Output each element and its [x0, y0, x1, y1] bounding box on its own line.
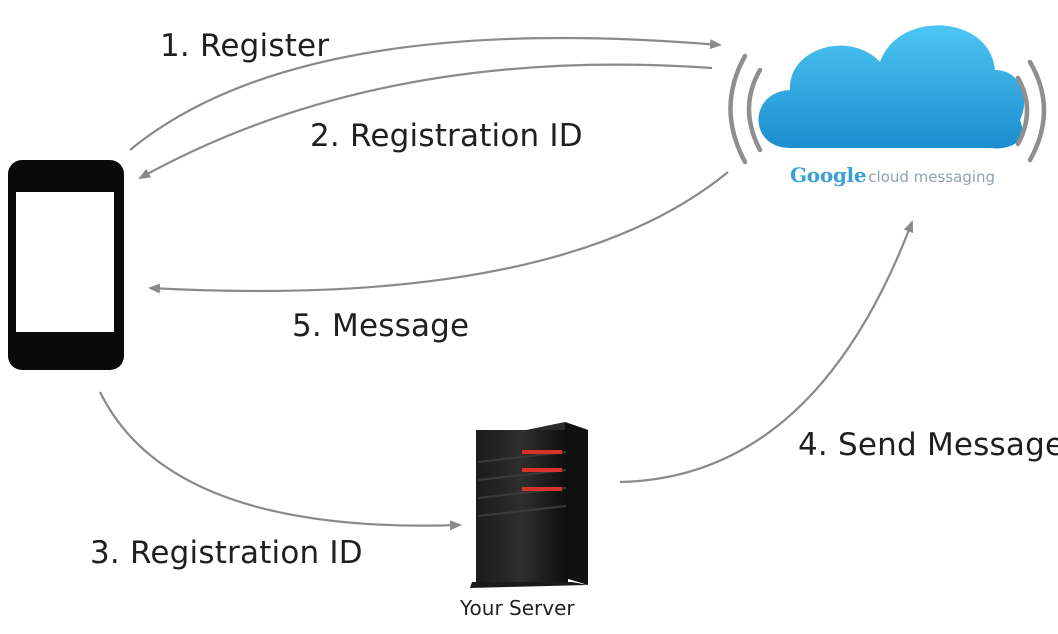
- arrow-registration-id-to-server: [99, 391, 462, 531]
- gcm-logo-google: Google: [790, 163, 867, 187]
- step-label-message: 5. Message: [292, 308, 470, 344]
- flow-arrows: [99, 36, 914, 531]
- step-label-registration-id-to-server: 3. Registration ID: [90, 535, 363, 571]
- cloud-icon: [758, 25, 1025, 149]
- arrow-message-to-phone: [148, 171, 729, 294]
- signal-waves-icon: [728, 53, 1047, 165]
- arrow-registration-id-to-phone: [138, 63, 713, 179]
- server-led-1: [522, 450, 562, 454]
- server-caption: Your Server: [460, 596, 575, 620]
- smartphone-icon: [8, 160, 124, 370]
- arrow-register: [129, 36, 722, 151]
- server-led-2: [522, 468, 562, 472]
- server-icon: [470, 422, 588, 588]
- step-label-register: 1. Register: [160, 28, 330, 64]
- step-label-registration-id-from-cloud: 2. Registration ID: [310, 118, 583, 154]
- gcm-logo-text: cloud messaging: [868, 168, 996, 186]
- server-led-3: [522, 487, 562, 491]
- step-label-send-message: 4. Send Message: [798, 427, 1058, 463]
- arrow-send-message: [619, 220, 914, 484]
